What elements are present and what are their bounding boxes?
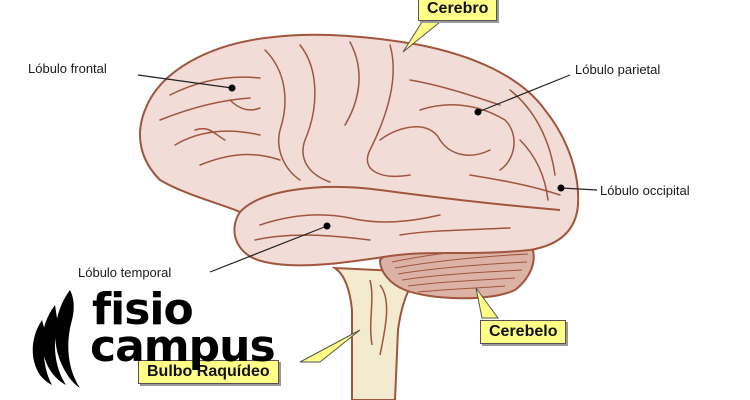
label-parietal-lobe: Lóbulo parietal [575,62,661,77]
cerebrum [139,33,580,267]
callout-cerebro: Cerebro [418,0,498,21]
label-frontal-lobe: Lóbulo frontal [28,61,107,76]
logo-text-campus: campus [90,321,276,372]
label-occipital-lobe: Lóbulo occipital [600,183,690,198]
flame-icon [32,290,80,388]
callout-cerebelo: Cerebelo [480,320,567,344]
label-temporal-lobe: Lóbulo temporal [78,265,172,280]
callout-bulbo-raquideo: Bulbo Raquídeo [138,360,279,384]
logo-text-fisio: fisio [92,284,194,335]
